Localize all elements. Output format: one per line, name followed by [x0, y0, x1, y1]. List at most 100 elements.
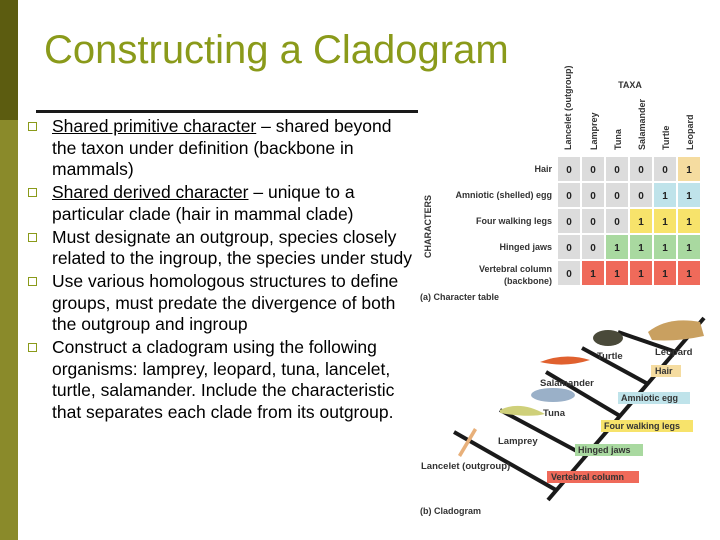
matrix-cell-value: 1 [686, 217, 692, 228]
bullet-square-icon [28, 276, 37, 286]
matrix-cell [582, 157, 604, 181]
matrix-cell-value: 0 [614, 217, 620, 228]
slide-title: Constructing a Cladogram [44, 28, 509, 72]
matrix-cell [606, 157, 628, 181]
bullet-text: Use various homologous structures to def… [52, 270, 399, 335]
character-label-four-legs: Four walking legs [476, 216, 552, 226]
matrix-cell-value: 1 [590, 269, 596, 280]
character-label-vertebral-column: Vertebral column [479, 264, 552, 274]
matrix-cell-value: 1 [662, 243, 668, 254]
matrix-cell [558, 261, 580, 285]
matrix-cell [606, 209, 628, 233]
taxon-header-salamander: Salamander [637, 98, 647, 150]
turtle-icon [593, 330, 623, 346]
clado-label-tuna: Tuna [543, 408, 566, 419]
matrix-cell [630, 157, 652, 181]
clado-box-vertebral-column [547, 471, 639, 483]
matrix-cell [678, 157, 700, 181]
characters-header: CHARACTERS [423, 195, 433, 258]
matrix-cell [582, 183, 604, 207]
cladogram-character-boxes: Hair Amniotic egg Four walking legs Hing… [547, 365, 693, 483]
matrix-cell [678, 183, 700, 207]
matrix-cell-value: 0 [590, 243, 596, 254]
matrix-cell [606, 261, 628, 285]
matrix-cell [630, 261, 652, 285]
matrix-cell-value: 1 [638, 217, 644, 228]
matrix-cell [630, 235, 652, 259]
cladogram-tree [453, 316, 706, 502]
matrix-cell-value: 1 [614, 243, 620, 254]
taxon-header-leopard: Leopard [685, 114, 695, 150]
matrix-cell [558, 235, 580, 259]
clado-box-hinged-jaws [575, 444, 643, 456]
salamander-icon [540, 356, 590, 365]
clado-character-amniotic-egg: Amniotic egg [621, 393, 678, 403]
matrix-cell-value: 0 [638, 165, 644, 176]
matrix-cell-value: 1 [686, 165, 692, 176]
clado-character-vertebral-column: Vertebral column [551, 472, 624, 482]
matrix-cell-value: 1 [662, 269, 668, 280]
matrix-cell [558, 183, 580, 207]
matrix-cell-value: 1 [686, 243, 692, 254]
matrix-cell [654, 183, 676, 207]
matrix-cell [678, 235, 700, 259]
bullet-list: Shared primitive character – shared beyo… [28, 116, 420, 425]
left-accent-bar-top [0, 0, 18, 120]
matrix-cell [630, 209, 652, 233]
clado-box-hair [651, 365, 681, 377]
bullet-square-icon [28, 343, 37, 353]
matrix-cell [654, 209, 676, 233]
clado-label-salamander: Salamander [540, 378, 594, 389]
matrix-cell-value: 0 [566, 191, 572, 202]
cladogram-taxon-labels: Leopard Turtle Salamander Tuna Lamprey L… [421, 347, 693, 472]
branch-lancelet [453, 430, 557, 492]
taxon-header-turtle: Turtle [661, 126, 671, 150]
clado-label-lancelet: Lancelet (outgroup) [421, 461, 510, 472]
taxa-header: TAXA [618, 80, 642, 90]
character-label-amniotic-egg: Amniotic (shelled) egg [455, 190, 552, 200]
left-accent-bar [0, 0, 18, 540]
character-labels: Hair Amniotic (shelled) egg Four walking… [455, 164, 552, 286]
character-label-backbone: (backbone) [504, 276, 552, 286]
matrix-cell [654, 261, 676, 285]
cladogram-caption: (b) Cladogram [420, 506, 481, 516]
matrix-cell [678, 209, 700, 233]
matrix-cell [558, 157, 580, 181]
taxon-header-tuna: Tuna [613, 128, 623, 150]
matrix-cell-value: 0 [566, 243, 572, 254]
tuna-icon [531, 388, 575, 402]
branch-tuna [544, 370, 622, 418]
organism-illustrations [458, 320, 704, 457]
bullet-text: – shared beyond the taxon under definiti… [52, 116, 392, 180]
matrix-cell-value: 0 [566, 217, 572, 228]
bullet-item: Construct a cladogram using the followin… [28, 337, 420, 424]
branch-turtle [617, 330, 677, 354]
character-label-hair: Hair [534, 164, 552, 174]
character-label-hinged-jaws: Hinged jaws [499, 242, 552, 252]
taxon-header-lancelet: Lancelet (outgroup) [563, 66, 573, 151]
matrix-cell [582, 235, 604, 259]
matrix-cell-value: 0 [566, 165, 572, 176]
clado-character-hair: Hair [655, 366, 673, 376]
matrix-cell-value: 0 [638, 191, 644, 202]
bullet-text: Must designate an outgroup, species clos… [52, 226, 412, 269]
matrix-cell-value: 1 [638, 243, 644, 254]
matrix-cell [606, 235, 628, 259]
matrix-cell-value: 1 [686, 191, 692, 202]
bullet-square-icon [28, 188, 37, 198]
bullet-text: – unique to a particular clade (hair in … [52, 182, 355, 224]
bullet-term: Shared primitive character [52, 116, 257, 136]
clado-box-four-legs [601, 420, 693, 432]
bullet-item: Shared primitive character – shared beyo… [28, 116, 420, 181]
title-underline [36, 110, 418, 113]
clado-label-lamprey: Lamprey [498, 436, 538, 447]
bullet-item: Use various homologous structures to def… [28, 271, 420, 336]
leopard-icon [648, 320, 704, 341]
matrix-cell-value: 1 [686, 269, 692, 280]
clado-character-four-legs: Four walking legs [604, 421, 680, 431]
matrix-cell [558, 209, 580, 233]
bullet-square-icon [28, 232, 37, 242]
clado-label-leopard: Leopard [655, 347, 693, 358]
matrix-cell [582, 209, 604, 233]
